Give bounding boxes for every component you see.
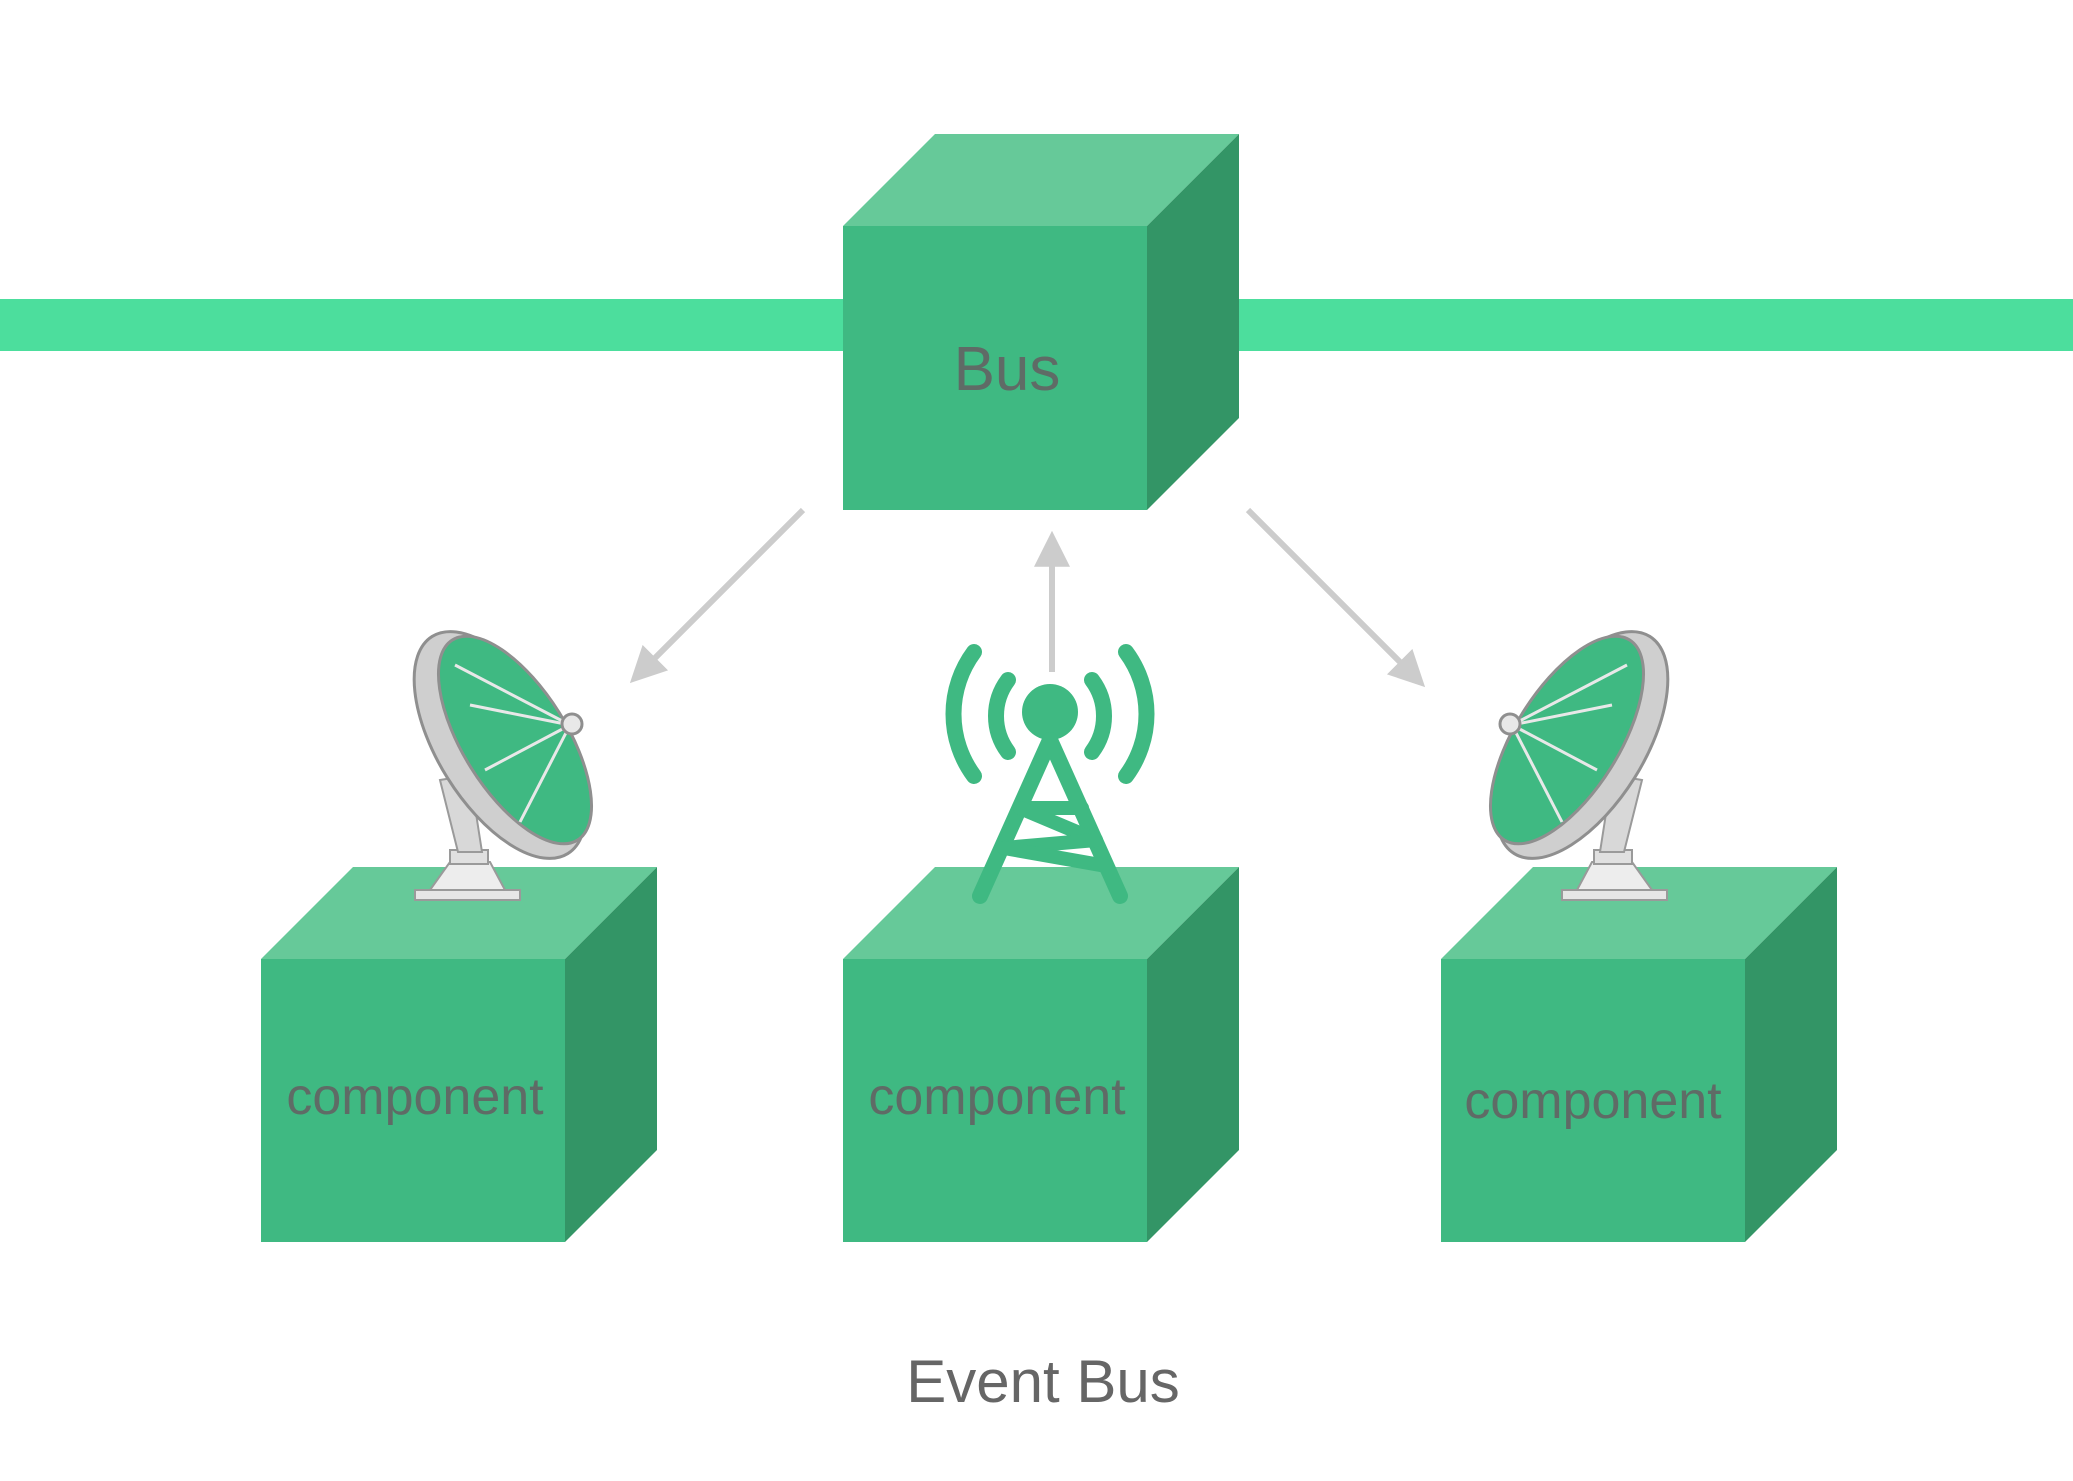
arrow-bus-to-left: [629, 507, 806, 684]
component-cube-front: [1441, 959, 1745, 1242]
component-cube-top: [843, 867, 1239, 959]
component-cube-top: [1441, 867, 1837, 959]
component-cube-front: [843, 959, 1147, 1242]
component-cube-side: [565, 867, 657, 1242]
component-cube-side: [1147, 867, 1239, 1242]
bus-label: Bus: [954, 335, 1061, 404]
component-label: component: [286, 1068, 544, 1126]
arrow-bus-to-right: [1245, 507, 1426, 688]
component-cube-middle: component: [843, 867, 1239, 1242]
component-cube-top: [261, 867, 657, 959]
component-cube-right: component: [1441, 867, 1837, 1242]
component-cube-side: [1745, 867, 1837, 1242]
bus-cube-front: [843, 226, 1147, 510]
component-cube-front: [261, 959, 565, 1242]
bus-cube-side: [1147, 134, 1239, 510]
satellite-dish-icon: [1488, 630, 1670, 901]
signal-tower-icon: [945, 644, 1155, 904]
bus-cube: Bus: [843, 134, 1239, 510]
diagram-caption: Event Bus: [906, 1348, 1180, 1415]
bus-cube-top: [843, 134, 1239, 226]
component-label: component: [1464, 1072, 1722, 1130]
component-cube-left: component: [261, 867, 657, 1242]
component-label: component: [868, 1068, 1126, 1126]
satellite-dish-icon: [412, 630, 594, 901]
